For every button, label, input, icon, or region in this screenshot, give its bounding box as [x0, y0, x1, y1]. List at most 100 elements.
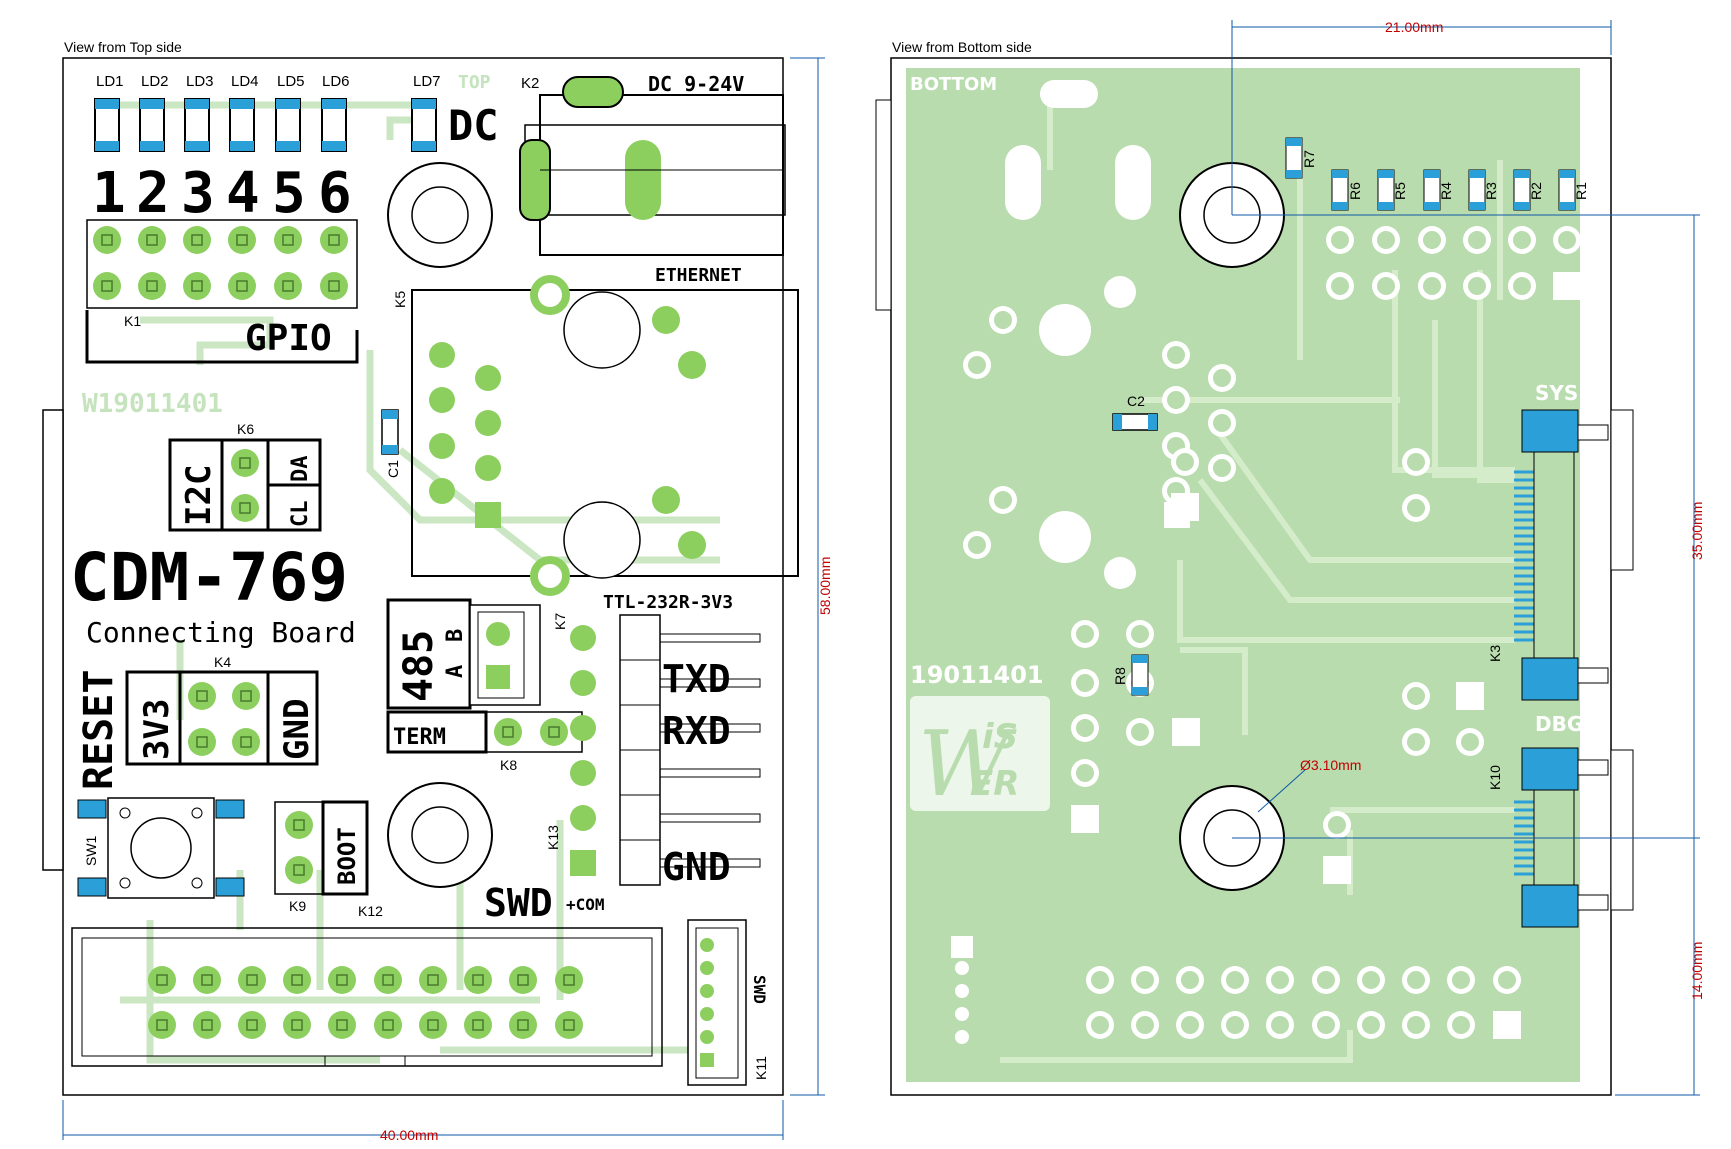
- gpio-numbers: 1 2 3 4 5 6: [92, 161, 352, 226]
- gpio-num-6: 6: [318, 161, 352, 226]
- board-name: CDM-769: [70, 539, 348, 616]
- bottom-35mm-dimension: 35.00mm: [1689, 502, 1705, 560]
- r4-label: R4: [1438, 182, 1454, 200]
- com-label: +COM: [566, 895, 605, 914]
- top-dimensions: [62, 57, 825, 1140]
- top-view-caption: View from Top side: [64, 39, 182, 55]
- capacitor-c1: [381, 409, 399, 455]
- bottom-slot-3: [1040, 80, 1098, 108]
- r7-label: R7: [1301, 150, 1317, 168]
- term-label: TERM: [393, 725, 446, 750]
- top-mount-hole-2: [387, 782, 493, 888]
- swd-com-label: SWD: [484, 881, 553, 925]
- k1-label: K1: [124, 313, 141, 329]
- rs485-header-k7: [386, 598, 541, 710]
- bottom-view: View from Bottom side BOTTOM: [875, 19, 1705, 1096]
- r2-label: R2: [1528, 182, 1544, 200]
- bottom-swd-pads: [951, 936, 1521, 1044]
- 485-b-label: B: [443, 629, 468, 642]
- r3-label: R3: [1483, 182, 1499, 200]
- rxd-label: RXD: [662, 709, 731, 753]
- gnd-label-right: GND: [662, 845, 731, 889]
- c2-label: C2: [1127, 393, 1145, 409]
- k10-label: K10: [1487, 765, 1503, 790]
- k2-label: K2: [521, 75, 539, 92]
- i2c-header: [168, 438, 322, 532]
- led-7-label: LD7: [413, 73, 441, 90]
- bottom-slot-1: [1005, 145, 1041, 220]
- resistor-r1: [1558, 169, 1576, 211]
- 485-a-label: A: [443, 665, 468, 678]
- bottom-hole-d: [1104, 557, 1136, 589]
- led-4: [229, 98, 255, 152]
- bottom-slot-2: [1115, 145, 1151, 220]
- resistor-r4: [1423, 169, 1441, 211]
- dbg-label: DBG: [1535, 712, 1583, 736]
- bottom-resistors: R6 R5 R4 R3 R2 R1 R7: [1285, 137, 1589, 211]
- sys-label: SYS: [1535, 381, 1578, 405]
- hole-diameter-dimension: Ø3.10mm: [1300, 757, 1361, 773]
- top-width-dimension: 40.00mm: [380, 1127, 438, 1143]
- 485-label: 485: [396, 630, 442, 702]
- k5-label: K5: [392, 291, 408, 308]
- bottom-misc-pads: [1071, 448, 1484, 884]
- led-3-label: LD3: [186, 73, 214, 90]
- bottom-dimensions: [1231, 20, 1700, 1096]
- gnd-label-left: GND: [277, 699, 317, 760]
- led-1: [94, 98, 120, 152]
- i2c-cl-label: CL: [288, 501, 313, 528]
- top-mount-hole-1: [387, 162, 493, 268]
- bottom-hole-a: [1039, 304, 1091, 356]
- ttl-header-k13: [570, 614, 761, 886]
- reset-switch-sw1: [77, 797, 245, 899]
- dbg-connector-k10: [1514, 747, 1609, 928]
- led-7: [411, 98, 437, 152]
- gpio-num-5: 5: [272, 161, 306, 226]
- boot-header-k9: [274, 800, 369, 896]
- led-3: [184, 98, 210, 152]
- bottom-right-tab-2: [1610, 749, 1634, 911]
- led-6-label: LD6: [322, 73, 350, 90]
- k8-label: K8: [500, 757, 517, 773]
- resistor-r8: [1131, 654, 1149, 696]
- logo-w: W: [918, 712, 1017, 817]
- gpio-num-1: 1: [92, 161, 126, 226]
- bottom-gpio-pads: [1326, 226, 1581, 300]
- gpio-header: [85, 219, 359, 364]
- swd-connector-k11: [687, 919, 747, 1086]
- k4-label: K4: [214, 654, 231, 670]
- r6-label: R6: [1347, 182, 1363, 200]
- led-row: LD1 LD2 LD3 LD4 LD5 LD6 LD7: [94, 73, 441, 152]
- reset-label: RESET: [76, 670, 122, 790]
- bottom-serial-number: 19011401: [910, 661, 1044, 689]
- led-1-label: LD1: [96, 73, 124, 90]
- capacitor-c2: [1112, 413, 1158, 431]
- ttl-label: TTL-232R-3V3: [603, 592, 733, 613]
- dc-jack: [519, 76, 786, 256]
- ethernet-label: ETHERNET: [655, 265, 742, 286]
- bottom-14mm-dimension: 14.00mm: [1689, 942, 1705, 1000]
- swd-small-label: SWD: [750, 975, 769, 1004]
- resistor-r6: [1331, 169, 1349, 211]
- k9-label: K9: [289, 898, 306, 914]
- logo-top-text: iS: [982, 717, 1018, 757]
- resistor-r2: [1513, 169, 1531, 211]
- bottom-right-tab-1: [1610, 409, 1634, 571]
- top-serial-number: W19011401: [82, 389, 223, 419]
- led-2-label: LD2: [141, 73, 169, 90]
- led-5-label: LD5: [277, 73, 305, 90]
- led-2: [139, 98, 165, 152]
- top-marker: TOP: [458, 72, 491, 93]
- resistor-r5: [1377, 169, 1395, 211]
- board-subtitle: Connecting Board: [86, 616, 356, 649]
- c1-label: C1: [385, 460, 401, 478]
- bottom-hole-c: [1104, 276, 1136, 308]
- gpio-num-4: 4: [226, 161, 260, 226]
- resistor-r3: [1468, 169, 1486, 211]
- bottom-hole-b: [1039, 511, 1091, 563]
- gpio-num-3: 3: [181, 161, 215, 226]
- 3v3-label: 3V3: [137, 699, 177, 760]
- i2c-da-label: DA: [288, 456, 313, 483]
- bottom-view-caption: View from Bottom side: [892, 39, 1032, 55]
